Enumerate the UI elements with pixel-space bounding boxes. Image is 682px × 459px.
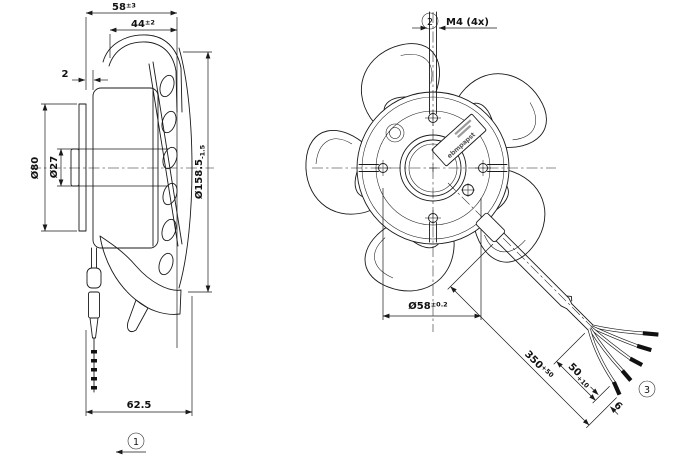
dim-impeller-diameter: Ø158.5-1.5: [183, 51, 212, 293]
svg-text:6: 6: [611, 400, 624, 413]
cable-taper: [89, 317, 99, 339]
svg-text:350+50: 350+50: [522, 349, 555, 382]
side-view: 58±3 44±2 2 Ø80 Ø27: [29, 2, 214, 455]
wire-end-tips: [611, 331, 659, 396]
bottom-blade: [99, 235, 182, 315]
strain-relief: [475, 212, 506, 243]
dim-depth-total: 58±3: [85, 2, 178, 348]
leads-marker-3: 3: [638, 380, 656, 398]
svg-text:M4 (4x): M4 (4x): [446, 17, 489, 28]
svg-text:Ø158.5-1.5: Ø158.5-1.5: [193, 144, 207, 199]
motor-rear-plate: [78, 103, 87, 232]
svg-text:50+10: 50+10: [565, 361, 594, 390]
breather-hole: [385, 123, 405, 143]
bearing-tube-boss: [70, 148, 80, 187]
bottom-blade-tip: [127, 299, 149, 333]
cable-lead-ticks: [91, 350, 97, 390]
dim-bearing-tube-diameter: Ø27: [48, 148, 168, 187]
blade-gap-slots: [158, 74, 178, 276]
svg-text:1: 1: [133, 437, 139, 448]
svg-text:Ø58±0.2: Ø58±0.2: [408, 300, 447, 312]
svg-text:44±2: 44±2: [131, 19, 155, 31]
housing-body: [92, 87, 159, 249]
screw-callout: 2 M4 (4x): [412, 12, 497, 31]
dim-motor-diameter: Ø80: [29, 103, 77, 232]
svg-text:62.5: 62.5: [127, 400, 152, 411]
lead-wires: [587, 324, 659, 396]
blade-edge-line: [152, 61, 183, 245]
svg-text:Ø80: Ø80: [29, 157, 41, 179]
dim-wire-end-length: 6: [590, 386, 624, 415]
svg-text:58±3: 58±3: [112, 2, 136, 14]
svg-text:3: 3: [644, 385, 650, 396]
dim-overall-depth: 62.5: [85, 296, 193, 416]
venturi-inner-curve: [108, 41, 178, 113]
view-direction-marker-1: 1: [115, 432, 146, 455]
front-view: ebmpapst 2 M4 (4x) Ø58±0.2: [305, 11, 613, 348]
svg-text:2: 2: [427, 17, 433, 28]
side-cable: [86, 247, 102, 393]
blade-edge-line: [148, 63, 179, 247]
cable-grommet: [86, 267, 102, 289]
dim-cable-length: 350+50: [450, 286, 590, 426]
impeller-back-disc: [178, 47, 193, 289]
breather-hole-inner: [389, 127, 401, 139]
dim-depth-guard: 44±2: [109, 19, 178, 58]
dim-flange-offset: 2: [62, 69, 108, 90]
svg-text:Ø27: Ø27: [48, 156, 60, 178]
venturi-outer-curve: [102, 34, 183, 113]
svg-text:2: 2: [62, 69, 69, 80]
cable-sleeve: [88, 291, 100, 319]
